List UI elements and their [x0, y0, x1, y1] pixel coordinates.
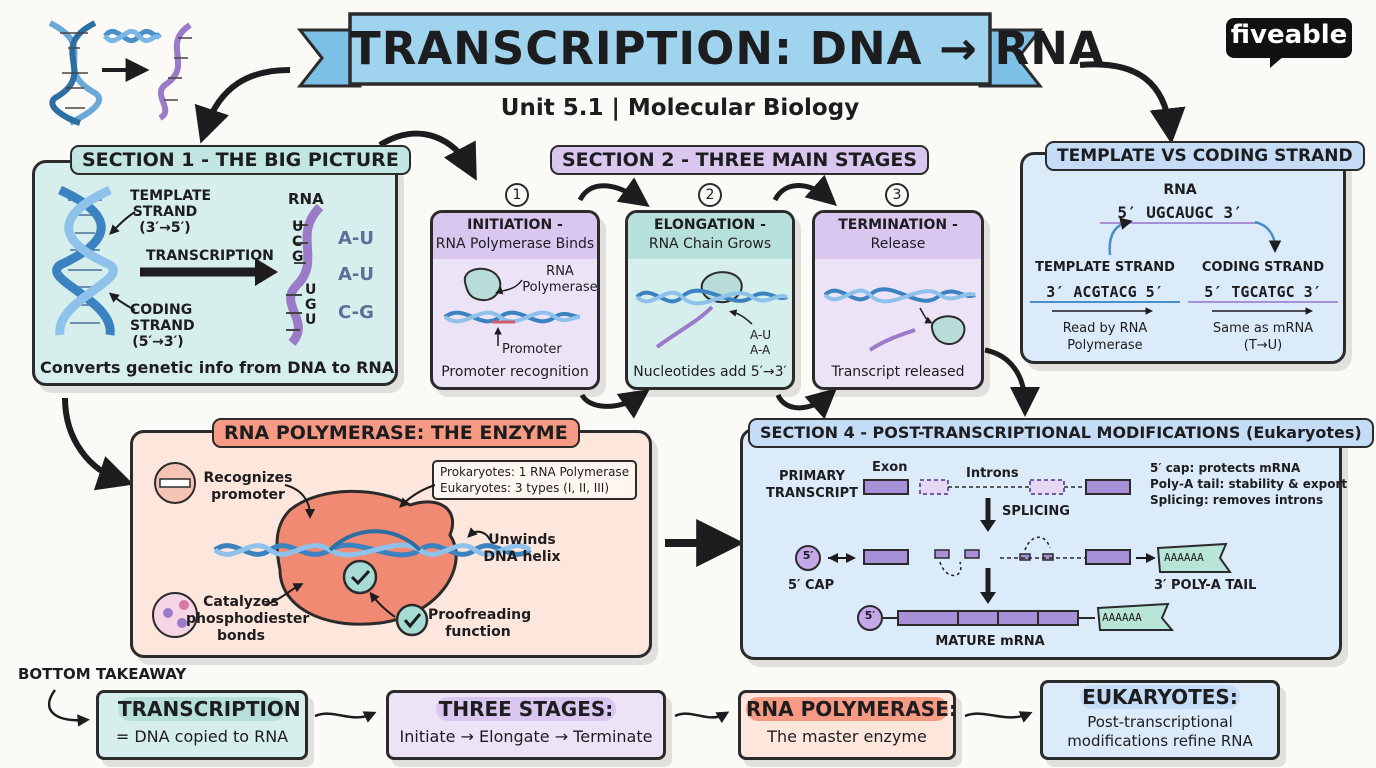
recognizes-label: Recognizes promoter [203, 470, 293, 503]
splicing-label: SPLICING [1002, 504, 1070, 519]
title-banner [296, 12, 1044, 88]
stage2-header-band [628, 213, 792, 259]
section4-heading: SECTION 4 - POST-TRANSCRIPTIONAL MODIFIC… [748, 418, 1374, 448]
stage2-caption: Nucleotides add 5′→3′ [633, 364, 787, 380]
base-pair-2: A-U [338, 264, 375, 285]
takeaway-title-4: EUKARYOTES: [1080, 685, 1240, 709]
cap-symbol-1: 5′ [802, 549, 814, 562]
polymerase-diagram [152, 462, 532, 638]
tc-arrows [1108, 217, 1282, 256]
tc-coding-arrow [1212, 307, 1313, 315]
takeaway-title-3: RNA POLYMERASE: [746, 697, 957, 721]
stage1-number: 1 [505, 183, 529, 207]
template-coding-card [1020, 152, 1346, 364]
takeaway-title-1: TRANSCRIPTION [118, 697, 301, 721]
stage2-title: ELONGATION - RNA Chain Grows [648, 217, 772, 252]
initiation-diagram [443, 267, 581, 346]
rna-strand-icon [157, 22, 192, 121]
section4-notes: 5′ cap: protects mRNA Poly-A tail: stabi… [1150, 461, 1348, 507]
rna-label: RNA [288, 190, 324, 208]
coding-strand-label: CODING STRAND (5′→3′) [130, 302, 195, 350]
tc-template-arrow [1052, 307, 1153, 315]
cap-label: 5′ CAP [788, 578, 835, 593]
dna-small-icon [103, 28, 162, 44]
page-subtitle: Unit 5.1 | Molecular Biology [500, 95, 860, 121]
tc-rna-label: RNA [1163, 182, 1197, 198]
proofreading-label: Proofreading function [428, 607, 532, 640]
mature-mrna-label: MATURE mRNA [935, 634, 1045, 649]
stage3-number: 3 [885, 183, 909, 207]
termination-diagram [823, 287, 976, 352]
elongation-base-1: A-U [750, 328, 772, 342]
primary-transcript-label: PRIMARY TRANSCRIPT [766, 469, 858, 501]
promoter-label: Promoter [502, 342, 562, 357]
tc-coding-note: Same as mRNA (T→U) [1212, 321, 1314, 353]
takeaway-title-2: THREE STAGES: [436, 697, 616, 721]
elongation-base-2: A-A [750, 343, 771, 357]
stage3-header-band [815, 213, 981, 259]
stage3-caption: Transcript released [831, 364, 965, 380]
polya-seq-1: AAAAAA [1164, 551, 1204, 564]
stage3-title: TERMINATION - Release [838, 217, 958, 252]
takeaway-text-4: Post-transcriptional modifications refin… [1067, 713, 1253, 750]
takeaway-text-2: Initiate → Elongate → Terminate [399, 727, 653, 746]
stage1-caption: Promoter recognition [441, 364, 589, 380]
stage1-header-band [433, 213, 597, 259]
base-pair-1: A-U [338, 228, 375, 249]
initiation-labels: RNA Polymerase [522, 264, 598, 295]
transcription-label: TRANSCRIPTION [146, 248, 274, 264]
section1-pointers [108, 211, 278, 311]
polya-label: 3′ POLY-A TAIL [1154, 578, 1257, 593]
page-title: TRANSCRIPTION: DNA → RNA [350, 22, 1105, 75]
takeaway-text-3: The master enzyme [767, 727, 927, 746]
rna-bases-top: U C G [292, 219, 304, 265]
section1-caption: Converts genetic info from DNA to RNA [40, 358, 395, 377]
logo-text: fiveable [1230, 20, 1348, 50]
cap-symbol-2: 5′ [864, 609, 876, 622]
splicing-diagram [795, 479, 1232, 631]
takeaway-label: BOTTOM TAKEAWAY [18, 665, 187, 683]
tc-rna-seq: 5′ UGCAUGC 3′ [1100, 203, 1260, 224]
arrow-icon [102, 58, 150, 82]
rna-strand [286, 203, 324, 346]
tc-template-seq: 3′ ACGTACG 5′ [1030, 283, 1180, 303]
section2-heading: SECTION 2 - THREE MAIN STAGES [550, 145, 930, 175]
base-pair-3: C-G [338, 302, 374, 323]
polymerase-heading: RNA POLYMERASE: THE ENZYME [212, 418, 580, 448]
elongation-diagram [635, 271, 788, 349]
template-coding-heading: TEMPLATE VS CODING STRAND [1045, 141, 1365, 171]
takeaway-arrows [48, 689, 1033, 727]
section1-heading: SECTION 1 - THE BIG PICTURE [70, 145, 411, 175]
template-strand-label: TEMPLATE STRAND (3′→5′) [130, 188, 212, 236]
polya-seq-2: AAAAAA [1102, 611, 1142, 624]
tc-template-label: TEMPLATE STRAND [1035, 260, 1175, 275]
takeaway-text-1: = DNA copied to RNA [115, 727, 289, 746]
stage1-title: INITIATION - RNA Polymerase Binds [435, 217, 595, 252]
logo-tail-icon [1270, 56, 1284, 68]
introns-label: Introns [966, 466, 1019, 481]
exon-label: Exon [872, 460, 908, 475]
dna-double-helix-icon [52, 185, 118, 336]
dna-helix-icon [48, 20, 102, 126]
rna-bases-bottom: U G U [305, 282, 317, 328]
tc-coding-label: CODING STRAND [1201, 260, 1325, 275]
tc-coding-seq: 5′ TGCATGC 3′ [1188, 283, 1338, 303]
stage2-number: 2 [698, 183, 722, 207]
catalyzes-label: Catalyzes phosphodiester bonds [186, 594, 310, 644]
tc-template-note: Read by RNA Polymerase [1062, 321, 1148, 353]
fiveable-logo: fiveable [1226, 18, 1352, 58]
unwinds-label: Unwinds DNA helix [483, 532, 561, 565]
polymerase-types: Prokaryotes: 1 RNA Polymerase Eukaryotes… [432, 460, 638, 500]
